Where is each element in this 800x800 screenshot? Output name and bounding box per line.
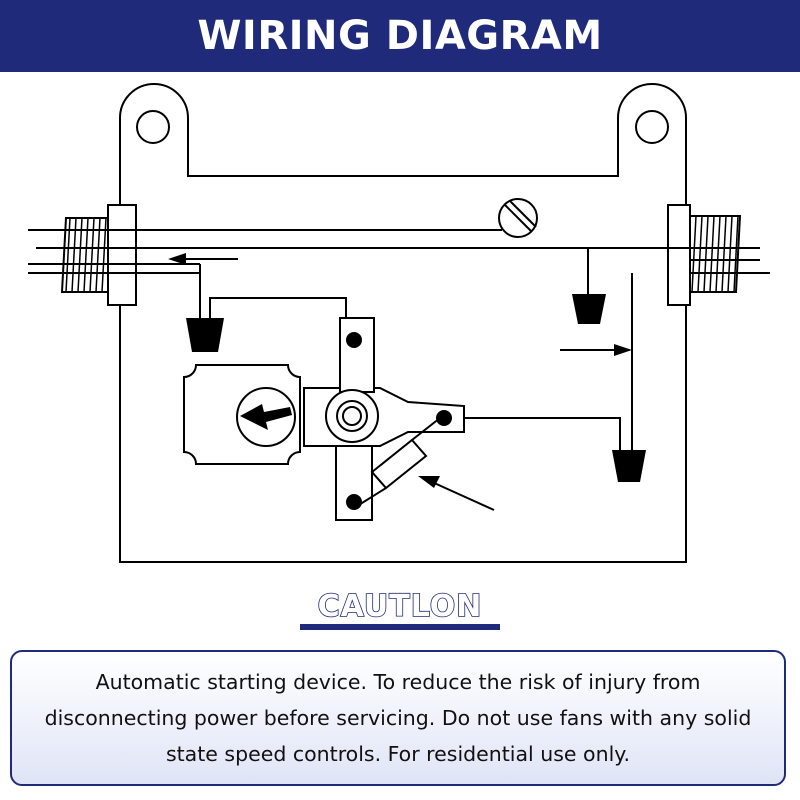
- page-title: WIRING DIAGRAM: [197, 13, 603, 59]
- rotor-mid: [336, 400, 368, 432]
- caution-heading: CAUTLON: [300, 589, 500, 634]
- caution-underline: [300, 624, 500, 630]
- wiring-diagram-svg: [28, 83, 770, 563]
- terminal-dot-bottom: [346, 494, 362, 510]
- connector-right: [612, 450, 646, 482]
- wire-terminal-to-right-connector: [440, 417, 621, 450]
- arrow-right-head: [614, 344, 632, 356]
- resistor: [370, 438, 428, 490]
- wire-left-to-terminal: [209, 297, 347, 330]
- terminal-top: [339, 317, 375, 393]
- terminal-dot-right: [436, 410, 452, 426]
- mount-hole-right: [635, 110, 669, 144]
- title-banner: WIRING DIAGRAM: [0, 0, 800, 72]
- connector-top: [572, 294, 606, 324]
- dial-pointer: [240, 404, 292, 430]
- caution-label: CAUTLON: [317, 589, 483, 625]
- wiring-diagram: [0, 72, 800, 592]
- rotor-inner: [342, 406, 362, 426]
- right-bushing-thread: [689, 215, 742, 293]
- caution-notice-box: Automatic starting device. To reduce the…: [10, 650, 786, 786]
- connector-left: [186, 318, 224, 352]
- arrow-diagonal-head: [418, 476, 440, 488]
- right-bushing-nut: [667, 204, 691, 306]
- arrow-diagonal-shaft: [431, 481, 495, 511]
- terminal-dot-top: [346, 332, 362, 348]
- left-bushing-nut: [107, 204, 137, 306]
- mount-hole-left: [136, 110, 170, 144]
- rotor-outer: [325, 389, 379, 443]
- arrow-left-head: [168, 253, 186, 265]
- caution-notice-text: Automatic starting device. To reduce the…: [44, 670, 752, 766]
